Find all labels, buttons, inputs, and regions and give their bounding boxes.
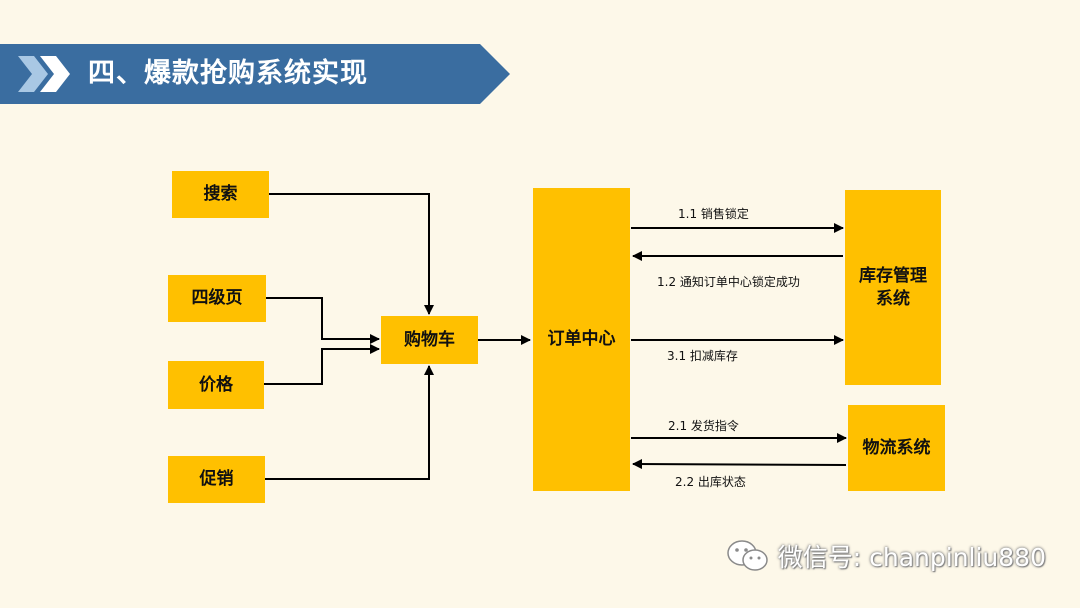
node-price: 价格 [168, 361, 264, 409]
label-ship-order: 2.1 发货指令 [668, 419, 739, 433]
label-lock-sale: 1.1 销售锁定 [678, 207, 749, 221]
arrow-promo-to-cart [265, 365, 434, 480]
node-shopping-cart: 购物车 [381, 316, 478, 364]
node-logistics-system: 物流系统 [848, 405, 945, 491]
arrow-outbound-status [632, 459, 847, 470]
arrow-search-to-cart [269, 193, 434, 315]
page-title: 四、爆款抢购系统实现 [88, 58, 368, 89]
title-banner: 四、爆款抢购系统实现 [0, 44, 510, 104]
node-inventory-system: 库存管理系统 [845, 190, 941, 385]
watermark: 微信号: chanpinliu880 [726, 536, 1046, 576]
label-outbound-status: 2.2 出库状态 [675, 475, 746, 489]
wechat-icon [727, 540, 768, 571]
label-lock-success: 1.2 通知订单中心锁定成功 [657, 275, 800, 289]
double-chevron-icon [18, 56, 70, 92]
banner-shape [0, 44, 510, 104]
arrow-level4-to-cart [266, 297, 380, 344]
node-search: 搜索 [172, 171, 269, 218]
node-order-center: 订单中心 [533, 188, 630, 491]
node-level4-page: 四级页 [168, 275, 266, 322]
node-promotion: 促销 [168, 456, 265, 503]
arrow-price-to-cart [264, 344, 380, 385]
label-deduct-stock: 3.1 扣减库存 [667, 349, 738, 363]
watermark-text: 微信号: chanpinliu880 [777, 543, 1046, 572]
